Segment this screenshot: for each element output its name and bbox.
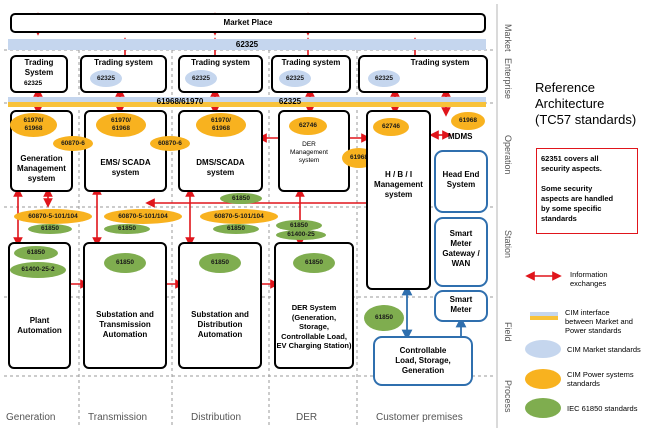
head-end-system-box: [434, 150, 488, 213]
reference-title-line3: (TC57 standards): [535, 112, 637, 127]
cim-power-oval: 61970/ 61968: [10, 113, 57, 137]
column-der: DER: [296, 412, 318, 423]
controllable-load-box: [373, 336, 473, 386]
legend-cim-power-swatch: [525, 369, 561, 389]
column-transmission: Transmission: [88, 412, 148, 423]
security-note-box: [536, 148, 638, 234]
iec-60870-6-oval: 60870-6: [150, 136, 190, 151]
zone-market: Market: [503, 24, 513, 52]
der-management-label: DER Management system: [290, 141, 328, 164]
iec-61850-oval: 61850: [14, 246, 58, 260]
head-end-system-label: Head End System: [442, 170, 480, 189]
zone-operation: Operation: [503, 135, 513, 175]
trading-system-generation: [10, 55, 68, 93]
reference-title-line2: Architecture: [535, 96, 605, 111]
trading-system-customer-label: Trading system: [410, 58, 470, 67]
iec-60870-6-oval: 60870-6: [53, 136, 93, 151]
iec-61850-oval: 61850: [364, 305, 404, 331]
legend-iec61850-label: IEC 61850 standards: [567, 404, 638, 413]
substation-transmission-label: Substation and Transmission Automation: [96, 310, 154, 339]
band-mid-left-label: 61968/61970: [156, 97, 204, 106]
trading-system-distribution-label: Trading system: [191, 58, 250, 67]
trading-system-generation-label: Trading System: [24, 58, 54, 77]
der-system-label: DER System (Generation, Storage, Control…: [276, 303, 352, 350]
hbi-management-box: [366, 110, 431, 290]
plant-automation-label: Plant Automation: [17, 316, 62, 335]
iec-60870-5-oval: 60870-5-101/104: [104, 209, 182, 224]
security-note-line6: standards: [541, 214, 577, 223]
ems-scada-label: EMS/ SCADA system: [100, 158, 151, 177]
column-distribution: Distribution: [191, 412, 242, 423]
iec-61850-oval: 61850: [276, 220, 322, 231]
iec-60870-5-oval: 60870-5-101/104: [200, 209, 278, 224]
security-note-line5: by some specific: [541, 204, 602, 213]
iec-60870-5-oval: 60870-5-101/104: [14, 209, 92, 224]
cim-power-oval: 62746: [289, 117, 327, 135]
iec-61850-oval: 61850: [293, 253, 335, 273]
controllable-load-label: Controllable Load, Storage, Generation: [395, 346, 451, 375]
trading-system-distribution: [178, 55, 263, 93]
security-note-line2: security aspects.: [541, 164, 602, 173]
cim-market-band: [8, 39, 486, 50]
mdms-label: MDMS: [448, 132, 473, 141]
iec-61850-oval: 61850: [104, 253, 146, 273]
iec-61400-25-2-oval: 61400-25-2: [10, 262, 66, 278]
marketplace-label: Market Place: [223, 18, 273, 27]
band-top-label: 62325: [235, 40, 259, 49]
legend-cim-market-label: CIM Market standards: [567, 345, 641, 354]
cim-market-oval: 62325: [185, 70, 217, 87]
dms-scada-label: DMS/SCADA system: [196, 158, 245, 177]
iec-61850-oval: 61850: [213, 224, 259, 234]
cim-market-oval: 62325: [90, 70, 122, 87]
iec-61850-oval: 61850: [199, 253, 241, 273]
trading-std-62325: 62325: [24, 80, 43, 87]
trading-system-transmission-label: Trading system: [94, 58, 153, 67]
security-note-line1: 62351 covers all: [541, 154, 599, 163]
smart-meter-label: Smart Meter: [449, 295, 473, 314]
iec-61850-oval: 61850: [220, 193, 262, 204]
reference-title-line1: Reference: [535, 80, 595, 95]
hbi-management-label: H / B / I Management system: [374, 170, 423, 199]
legend-cim-market-swatch: [525, 340, 561, 358]
column-customer-premises: Customer premises: [376, 412, 463, 423]
zone-field: Field: [503, 322, 513, 342]
smart-meter-gateway-label: Smart Meter Gateway / WAN: [442, 229, 480, 268]
cim-power-oval: 61970/ 61968: [96, 113, 146, 137]
marketplace-box: [10, 13, 486, 33]
cim-power-oval: 62746: [373, 118, 409, 136]
cim-power-oval: 61968: [451, 112, 485, 130]
iec-61400-25-oval: 61400-25: [276, 230, 326, 240]
substation-distribution-label: Substation and Distribution Automation: [191, 310, 249, 339]
zone-enterprise: Enterprise: [503, 58, 513, 100]
cim-market-oval: 62325: [279, 70, 311, 87]
iec-61850-oval: 61850: [28, 224, 72, 234]
zone-station: Station: [503, 230, 513, 259]
legend-info-label: Information exchanges: [570, 270, 608, 288]
cim-interface-band: [8, 97, 486, 107]
smart-meter-box: [434, 290, 488, 322]
security-note-line3: Some security: [541, 184, 593, 193]
security-note-line4: aspects are handled: [541, 194, 614, 203]
legend-cim-interface-label: CIM interface between Market and Power s…: [565, 308, 633, 335]
smart-meter-gateway-box: [434, 217, 488, 287]
iec-61850-oval: 61850: [104, 224, 150, 234]
legend-iec61850-swatch: [525, 398, 561, 418]
cim-power-oval: 61970/ 61968: [196, 113, 246, 137]
legend-cim-power-label: CIM Power systems standards: [567, 370, 634, 388]
band-mid-right-label: 62325: [278, 97, 302, 106]
zone-process: Process: [503, 380, 513, 413]
generation-management-label: Generation Management system: [17, 154, 66, 183]
cim-market-oval: 62325: [368, 70, 400, 87]
column-generation: Generation: [6, 412, 56, 423]
trading-system-der-label: Trading system: [281, 58, 341, 67]
legend-cim-interface-swatch: [530, 312, 558, 320]
